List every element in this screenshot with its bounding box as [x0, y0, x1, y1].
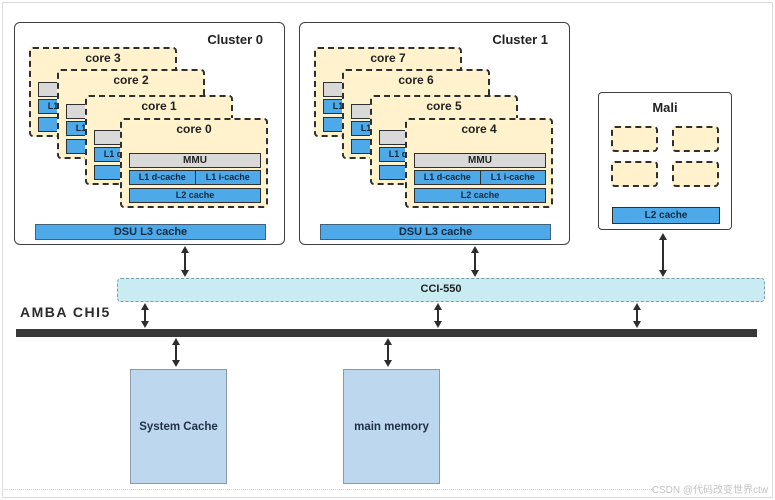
core0-title: core 0 — [176, 122, 212, 136]
cluster0-dsu-l3-cache-bar: DSU L3 cache — [35, 224, 266, 240]
amba-bus-bar — [16, 329, 757, 337]
core1-title: core 1 — [141, 99, 177, 113]
mali-l2-cache-bar: L2 cache — [612, 207, 720, 224]
core4-box: core 4 MMU L1 d-cache L1 i-cache L2 cach… — [405, 118, 553, 208]
core3-title: core 3 — [85, 51, 121, 65]
l1-icache-block: L1 i-cache — [479, 171, 546, 184]
mmu-block: MMU — [414, 153, 546, 168]
l1-cache-row: L1 d-cache L1 i-cache — [414, 170, 546, 185]
arrow-mali-to-cci — [658, 233, 667, 277]
arrow-cluster1-to-cci — [470, 246, 479, 277]
cluster1-dsu-l3-cache-bar: DSU L3 cache — [320, 224, 551, 240]
core7-title: core 7 — [370, 51, 406, 65]
cluster0-box: Cluster 0 core 3 MMU L1 d-cache L1 i-cac… — [14, 22, 285, 245]
l1-cache-row: L1 d-cache L1 i-cache — [129, 170, 261, 185]
core2-title: core 2 — [113, 73, 149, 87]
mali-shader-core-box — [672, 161, 719, 187]
arrow-bus-to-main-memory — [383, 338, 392, 367]
l1-icache-block: L1 i-cache — [194, 171, 261, 184]
bottom-dotted-line — [4, 489, 654, 490]
arrow-cci-to-bus-right — [632, 303, 641, 328]
mmu-block: MMU — [129, 153, 261, 168]
mali-shader-core-box — [611, 126, 658, 152]
watermark: CSDN @代码改变世界ctw — [651, 485, 768, 496]
l1-dcache-block: L1 d-cache — [138, 172, 186, 182]
arrow-bus-to-system-cache — [171, 338, 180, 367]
arrow-cci-to-bus-left — [140, 303, 149, 328]
l2-cache-block: L2 cache — [129, 188, 261, 203]
l2-cache-block: L2 cache — [414, 188, 546, 203]
core0-box: core 0 MMU L1 d-cache L1 i-cache L2 cach… — [120, 118, 268, 208]
cluster1-title: Cluster 1 — [492, 32, 548, 47]
l1-dcache-block: L1 d-cache — [423, 172, 471, 182]
mali-gpu-box: Mali L2 cache — [598, 92, 732, 230]
cluster1-box: Cluster 1 core 7 MMU L1 d-cache L1 i-cac… — [299, 22, 570, 245]
arrow-cluster0-to-cci — [180, 246, 189, 277]
main-memory-box: main memory — [343, 369, 440, 484]
amba-chi5-label: AMBA CHI5 — [20, 304, 111, 320]
mali-title: Mali — [652, 100, 678, 115]
system-cache-box: System Cache — [130, 369, 227, 484]
cluster0-title: Cluster 0 — [207, 32, 263, 47]
core6-title: core 6 — [398, 73, 434, 87]
mali-shader-core-box — [672, 126, 719, 152]
cci-550-interconnect-bar: CCI-550 — [117, 278, 765, 302]
mali-shader-core-box — [611, 161, 658, 187]
core5-title: core 5 — [426, 99, 462, 113]
core4-title: core 4 — [461, 122, 497, 136]
arrow-cci-to-bus-middle — [433, 303, 442, 328]
